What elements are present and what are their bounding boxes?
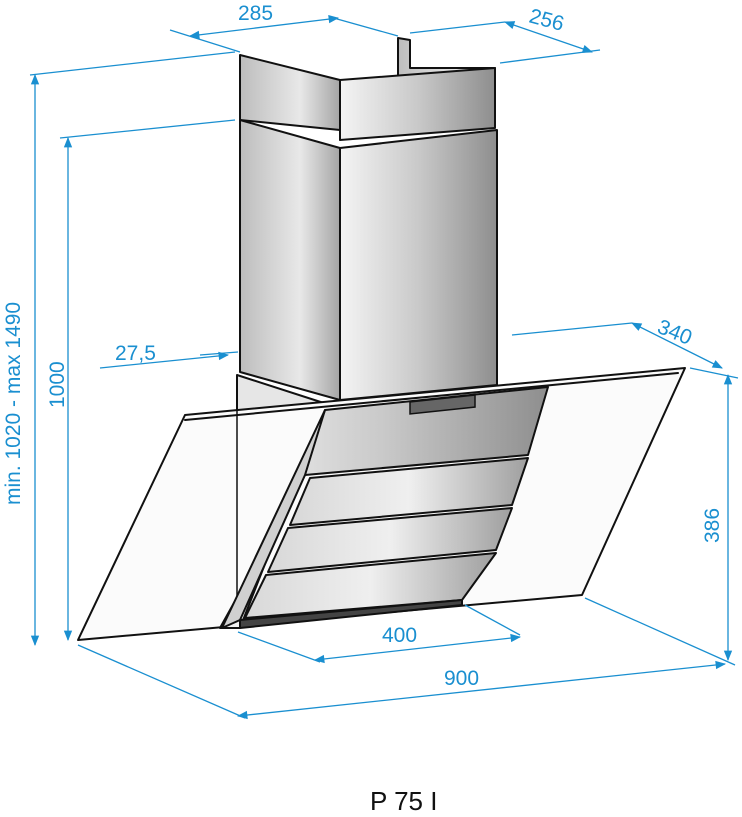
dim-inner-width: 400 [382, 624, 417, 647]
dim-chimney-width: 285 [238, 2, 273, 25]
model-label: P 75 I [370, 786, 437, 816]
chimney [239, 37, 498, 401]
hood-front [219, 386, 549, 629]
dim-hood-height: 386 [701, 508, 724, 543]
dim-offset: 27,5 [115, 342, 156, 365]
dimension-lines [29, 15, 739, 720]
dim-total-height: min. 1020 - max 1490 [2, 302, 25, 505]
control-panel [409, 394, 476, 415]
dim-total-width: 900 [444, 667, 479, 690]
dim-hood-depth: 340 [654, 315, 695, 349]
dim-height-1000: 1000 [46, 361, 69, 408]
